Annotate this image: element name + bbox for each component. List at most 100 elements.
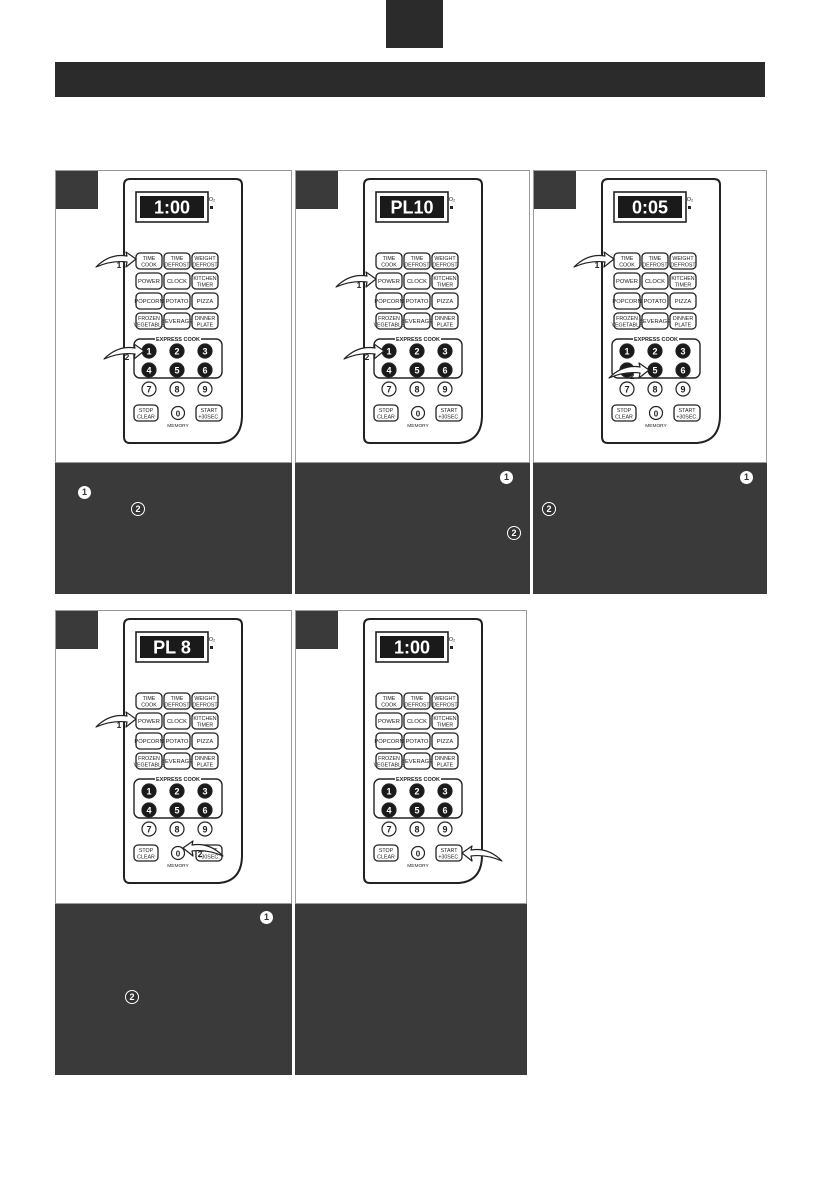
- start-key-label-2: +30SEC.: [198, 855, 219, 861]
- memory-label: MEMORY: [167, 863, 189, 869]
- stop-clear-key-label-2: CLEAR: [137, 855, 155, 861]
- clock-key-label: CLOCK: [407, 279, 427, 285]
- start-key: [673, 404, 701, 422]
- callout-arrow-1: [95, 251, 137, 268]
- time-cook-key: [613, 252, 641, 270]
- potato-key-label: POTATO: [406, 739, 429, 745]
- digit-key-0: [410, 845, 426, 861]
- popcorn-key: [135, 732, 163, 750]
- stop-clear-key: [373, 844, 399, 862]
- clock-key-label: CLOCK: [645, 279, 665, 285]
- digit-key-6: [437, 802, 453, 818]
- stop-clear-key-label-1: STOP: [617, 408, 632, 414]
- stop-clear-key-label-2: CLEAR: [377, 855, 395, 861]
- digit-key-5-label: 5: [414, 365, 419, 375]
- digit-key-6-label: 6: [202, 365, 207, 375]
- potato-key: [163, 732, 191, 750]
- digit-key-1-label: 1: [146, 786, 151, 796]
- digit-key-2-label: 2: [174, 346, 179, 356]
- digit-key-8-label: 8: [652, 384, 657, 394]
- digit-key-3-label: 3: [442, 786, 447, 796]
- start-key-label-2: +30SEC.: [438, 855, 459, 861]
- display-indicator-dot: [450, 206, 453, 209]
- digit-key-8: [169, 381, 185, 397]
- stop-clear-key-label-1: STOP: [379, 848, 394, 854]
- digit-key-5: [169, 802, 185, 818]
- step-2-tab: [296, 171, 338, 209]
- beverage-key: [641, 312, 669, 330]
- express-cook-label-bg: [633, 334, 679, 342]
- digit-key-1-label: 1: [146, 346, 151, 356]
- popcorn-key-label: POPCORN: [374, 299, 403, 305]
- dinner-plate-key-label-1: DINNER: [435, 316, 455, 322]
- clock-key: [163, 712, 191, 730]
- digit-key-9: [197, 381, 213, 397]
- step-5-caption: [295, 904, 527, 1075]
- beverage-key-label: BEVERAGE: [639, 319, 671, 325]
- digit-key-9: [675, 381, 691, 397]
- step-marker-1: 1: [740, 471, 753, 484]
- potato-key-label: POTATO: [166, 739, 189, 745]
- frozen-vegetable-key-label-1: FROZEN: [138, 756, 160, 762]
- time-cook-key-label-2: COOK: [619, 263, 635, 269]
- stop-clear-key-label-1: STOP: [139, 848, 154, 854]
- pizza-key: [431, 292, 459, 310]
- lcd-readout: 0:05: [632, 198, 668, 218]
- stop-clear-key: [373, 404, 399, 422]
- express-cook-label: EXPRESS COOK: [156, 337, 200, 343]
- dinner-plate-key-label-1: DINNER: [195, 316, 215, 322]
- frozen-vegetable-key-label-2: VEGETABLE: [373, 323, 405, 329]
- dinner-plate-key: [191, 752, 219, 770]
- time-cook-key-label-1: TIME: [383, 256, 396, 262]
- callout-arrow-2: [103, 343, 145, 360]
- memory-label: MEMORY: [407, 423, 429, 429]
- callout-arrow-2-number: 2: [630, 371, 635, 381]
- express-cook-label: EXPRESS COOK: [156, 777, 200, 783]
- digit-key-2-label: 2: [414, 346, 419, 356]
- time-cook-key-label-2: COOK: [381, 263, 397, 269]
- step-4-tab: [56, 611, 98, 649]
- time-defrost-key: [163, 252, 191, 270]
- dinner-plate-key-label-2: PLATE: [437, 763, 454, 769]
- digit-key-6: [197, 362, 213, 378]
- frozen-vegetable-key-label-2: VEGETABLE: [133, 323, 165, 329]
- display-indicator-text: O₂: [449, 197, 455, 203]
- start-key-label-2: +30SEC.: [198, 415, 219, 421]
- weight-defrost-key: [431, 692, 459, 710]
- pizza-key: [431, 732, 459, 750]
- potato-key: [403, 292, 431, 310]
- weight-defrost-key: [431, 252, 459, 270]
- digit-key-2-label: 2: [652, 346, 657, 356]
- kitchen-timer-key: [431, 272, 459, 290]
- start-key-label-1: START: [441, 408, 459, 414]
- step-3-caption: 1 2: [533, 463, 767, 594]
- pizza-key: [669, 292, 697, 310]
- express-cook-label-bg: [155, 334, 201, 342]
- digit-key-8: [647, 381, 663, 397]
- weight-defrost-key: [669, 252, 697, 270]
- digit-key-3-label: 3: [442, 346, 447, 356]
- digit-key-7: [381, 821, 397, 837]
- digit-key-0-label: 0: [176, 849, 181, 858]
- digit-key-3: [675, 343, 691, 359]
- kitchen-timer-key-label-1: KITCHEN: [671, 276, 694, 282]
- callout-arrow-1-number: 1: [357, 280, 362, 290]
- weight-defrost-key-label-2: DEFROST: [192, 703, 218, 709]
- digit-key-8: [169, 821, 185, 837]
- memory-label: MEMORY: [167, 423, 189, 429]
- step-1-tab: [56, 171, 98, 209]
- stop-clear-key-label-1: STOP: [379, 408, 394, 414]
- digit-key-5-label: 5: [414, 805, 419, 815]
- lcd-readout: 1:00: [154, 198, 190, 218]
- stop-clear-key-label-2: CLEAR: [137, 415, 155, 421]
- lcd-screen: [618, 196, 682, 218]
- step-1-caption: 1 2: [55, 463, 292, 594]
- time-defrost-key-label-1: TIME: [171, 696, 184, 702]
- start-key: [195, 404, 223, 422]
- time-cook-key-label-1: TIME: [143, 696, 156, 702]
- weight-defrost-key-label-1: WEIGHT: [434, 256, 456, 262]
- step-marker-1: 1: [500, 471, 513, 484]
- potato-key-label: POTATO: [644, 299, 667, 305]
- control-panel-outline: [123, 178, 243, 444]
